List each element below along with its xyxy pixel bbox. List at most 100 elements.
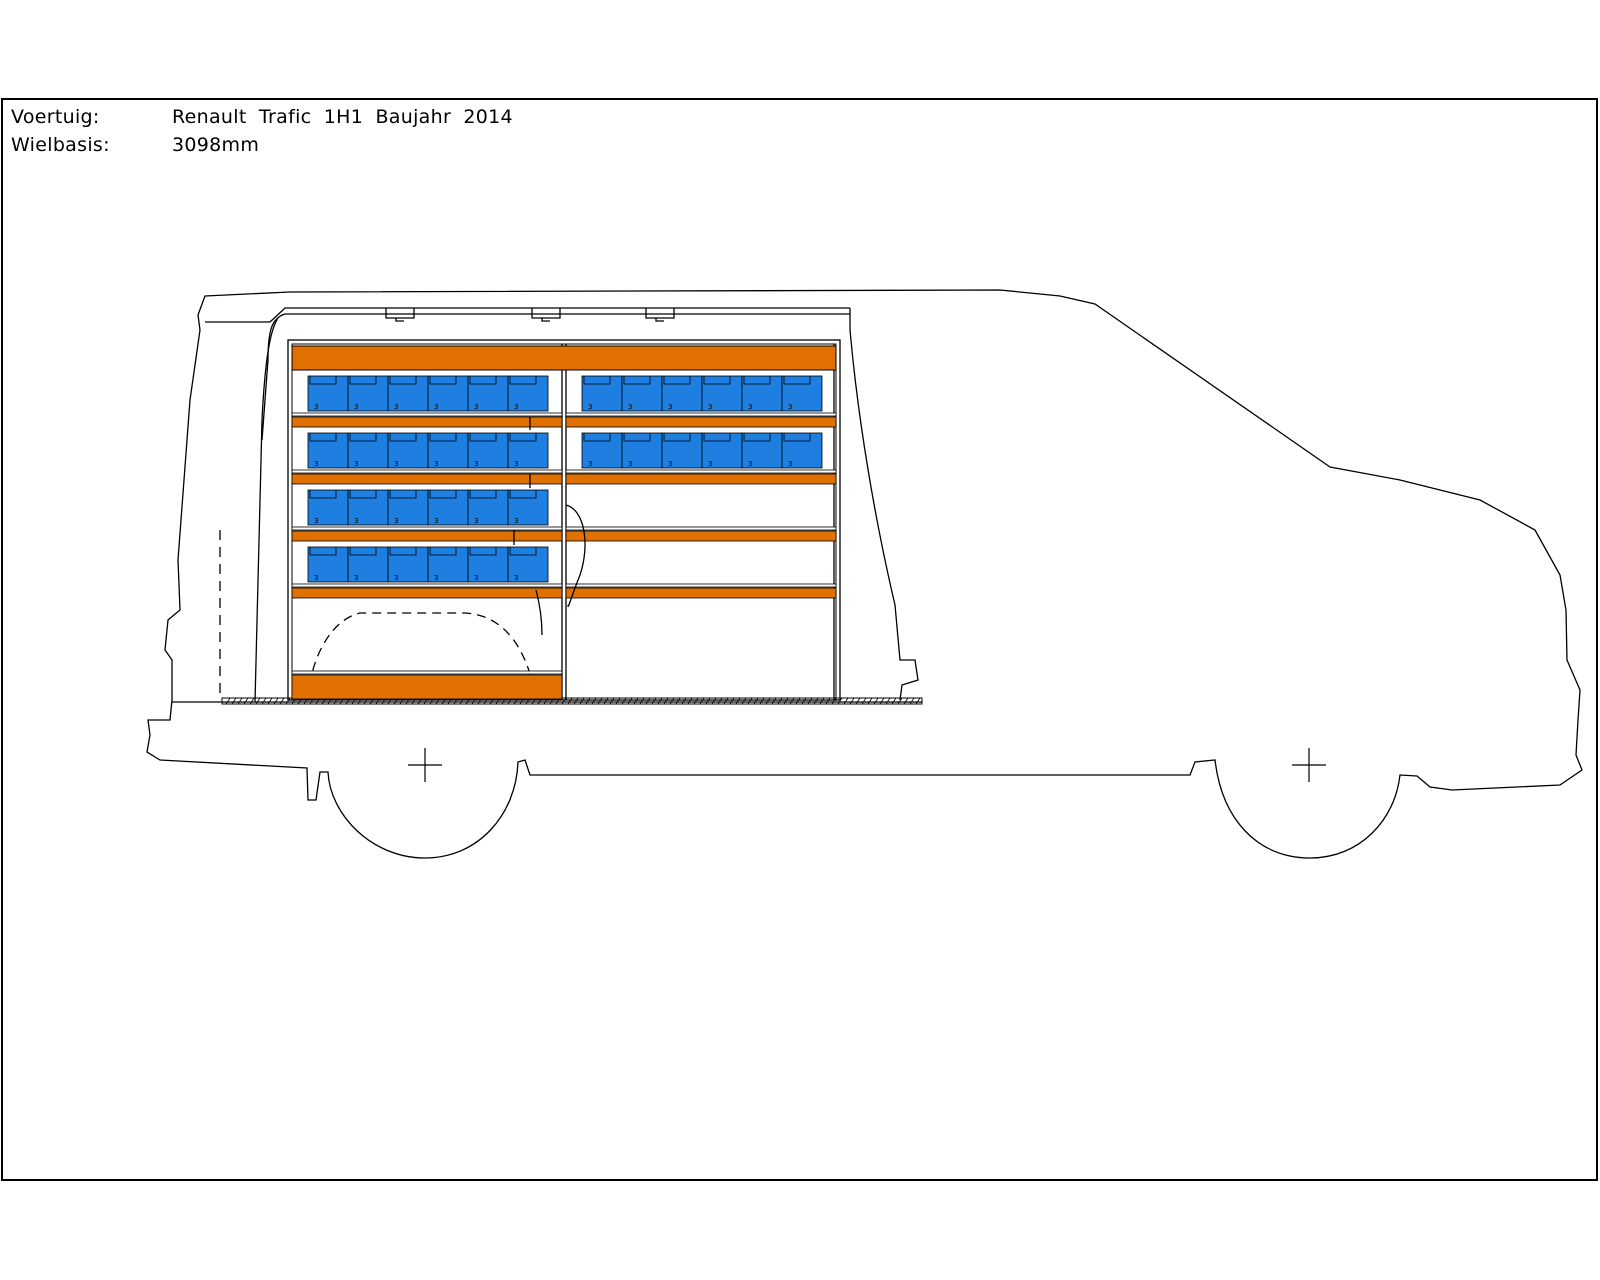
bin-handle <box>469 376 497 385</box>
storage-bin <box>507 489 549 526</box>
bin-handle <box>389 376 417 385</box>
storage-bin <box>621 432 663 469</box>
storage-bin <box>467 546 509 583</box>
bin-label: 3 <box>708 403 712 411</box>
shelf-board <box>291 473 563 485</box>
bin-handle <box>389 547 417 556</box>
bin-label: 3 <box>514 403 518 411</box>
bin-label: 3 <box>354 460 358 468</box>
wheel-center-rear <box>1292 748 1326 782</box>
bin-label: 3 <box>668 403 672 411</box>
drawing-frame <box>1 98 1598 1181</box>
storage-bin <box>467 432 509 469</box>
bin-handle <box>389 433 417 442</box>
shelf-board <box>565 530 837 542</box>
storage-bin <box>507 375 549 412</box>
bin-label: 3 <box>628 460 632 468</box>
cable-line <box>565 504 586 607</box>
bin-label: 3 <box>668 460 672 468</box>
top-shelf-board <box>291 345 837 371</box>
bin-handle <box>309 547 337 556</box>
bin-label: 3 <box>314 517 318 525</box>
storage-bin <box>507 546 549 583</box>
bin-label: 3 <box>748 403 752 411</box>
wheelbase-label: Wielbasis: <box>11 134 110 156</box>
shelf-frame-inner <box>291 343 837 701</box>
bin-label: 3 <box>354 574 358 582</box>
bin-handle <box>429 433 457 442</box>
bin-handle <box>583 433 611 442</box>
shelf-rail <box>291 526 563 531</box>
bin-label: 3 <box>474 403 478 411</box>
wheel-center-front <box>408 748 442 782</box>
bin-handle <box>469 547 497 556</box>
bottom-shelf-board <box>291 674 563 700</box>
cable-line <box>535 589 543 636</box>
bin-handle <box>469 433 497 442</box>
shelf-rail <box>565 526 837 531</box>
bin-label: 3 <box>394 517 398 525</box>
bin-label: 3 <box>514 574 518 582</box>
storage-bin <box>701 375 743 412</box>
bin-label: 3 <box>314 460 318 468</box>
storage-bin <box>347 489 389 526</box>
storage-bin <box>467 489 509 526</box>
shelf-rail <box>291 583 563 588</box>
door-frame-line <box>254 317 279 703</box>
bin-label: 3 <box>514 517 518 525</box>
bin-handle <box>663 433 691 442</box>
bin-label: 3 <box>708 460 712 468</box>
shelf-board <box>565 416 837 428</box>
van-body-outline <box>146 289 1583 859</box>
shelf-board <box>565 473 837 485</box>
bin-handle <box>509 433 537 442</box>
storage-bin <box>701 432 743 469</box>
bin-handle <box>783 376 811 385</box>
roof-clip <box>531 308 561 322</box>
bin-handle <box>349 490 377 499</box>
bin-label: 3 <box>394 574 398 582</box>
bin-label: 3 <box>434 460 438 468</box>
storage-bin <box>387 546 429 583</box>
bracket-line <box>513 417 531 545</box>
bin-label: 3 <box>434 403 438 411</box>
vehicle-value: Renault Trafic 1H1 Baujahr 2014 <box>172 106 513 128</box>
shelf-board <box>565 587 837 599</box>
storage-bin <box>661 375 703 412</box>
shelf-rail <box>291 469 563 474</box>
bin-label: 3 <box>628 403 632 411</box>
bin-handle <box>509 376 537 385</box>
shelf-rail <box>565 469 837 474</box>
floor-hatch <box>225 697 921 705</box>
storage-bin <box>661 432 703 469</box>
storage-bin <box>427 489 469 526</box>
bin-handle <box>349 433 377 442</box>
bin-label: 3 <box>354 403 358 411</box>
shelf-rail <box>291 412 563 417</box>
door-frame-line <box>261 313 286 441</box>
bin-handle <box>509 490 537 499</box>
bin-handle <box>743 376 771 385</box>
bin-handle <box>583 376 611 385</box>
bin-handle <box>623 376 651 385</box>
storage-bin <box>347 375 389 412</box>
bin-label: 3 <box>588 460 592 468</box>
bin-handle <box>509 547 537 556</box>
wheel-arch-dashed <box>307 612 537 701</box>
bin-handle <box>309 490 337 499</box>
bin-handle <box>429 376 457 385</box>
bin-handle <box>349 547 377 556</box>
bin-handle <box>703 433 731 442</box>
bin-label: 3 <box>788 403 792 411</box>
bin-label: 3 <box>434 517 438 525</box>
bin-label: 3 <box>474 460 478 468</box>
bin-label: 3 <box>394 403 398 411</box>
roof-clip <box>385 308 415 322</box>
storage-bin <box>307 546 349 583</box>
storage-bin <box>781 375 823 412</box>
bin-handle <box>429 490 457 499</box>
bin-handle <box>349 376 377 385</box>
shelf-rail <box>291 670 563 675</box>
